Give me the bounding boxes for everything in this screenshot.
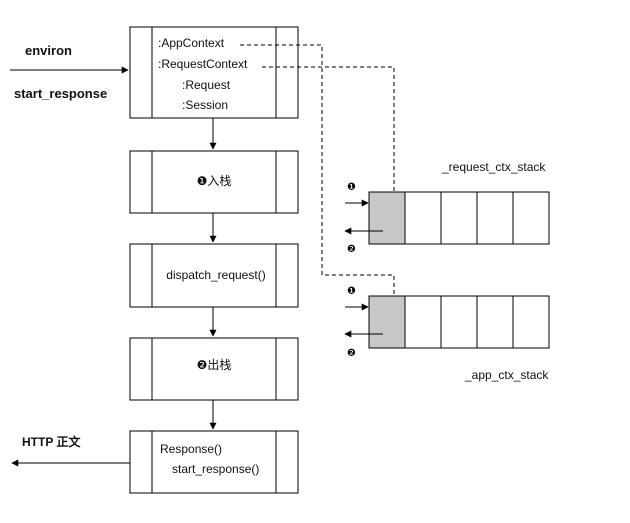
response-start-response-label: start_response() bbox=[172, 462, 259, 476]
stack-cell bbox=[512, 191, 550, 245]
pop-marker: ❷ bbox=[347, 348, 356, 359]
environ-label: environ bbox=[25, 43, 72, 58]
push-label: ❶入栈 bbox=[197, 173, 232, 188]
push-marker: ❶ bbox=[347, 182, 356, 193]
stack-cell bbox=[440, 295, 478, 349]
pop-box: ❷出栈 bbox=[129, 337, 299, 401]
request-ctx-stack-label: _request_ctx_stack bbox=[441, 160, 546, 174]
start-response-label: start_response bbox=[14, 86, 107, 101]
request-context-label: :RequestContext bbox=[158, 57, 248, 71]
response-label: Response() bbox=[160, 442, 222, 456]
context-box: :AppContext :RequestContext :Request :Se… bbox=[129, 26, 299, 119]
request-ctx-stack: _request_ctx_stack ❶ ❷ bbox=[344, 160, 550, 255]
http-body-label: HTTP 正文 bbox=[22, 434, 81, 449]
app-ctx-stack-label: _app_ctx_stack bbox=[464, 368, 549, 382]
stack-cell bbox=[404, 191, 442, 245]
request-context-link bbox=[262, 66, 398, 214]
stack-cell bbox=[512, 295, 550, 349]
pop-marker: ❷ bbox=[347, 244, 356, 255]
app-context-label: :AppContext bbox=[158, 36, 225, 50]
push-marker: ❶ bbox=[347, 286, 356, 297]
push-box: ❶入栈 bbox=[129, 150, 299, 214]
session-label: :Session bbox=[182, 98, 228, 112]
stack-cell bbox=[476, 191, 514, 245]
app-context-link bbox=[240, 44, 398, 317]
dispatch-box: dispatch_request() bbox=[129, 243, 299, 308]
pop-label: ❷出栈 bbox=[197, 357, 232, 372]
app-ctx-stack: ❶ ❷ _app_ctx_stack bbox=[344, 286, 550, 382]
dispatch-label: dispatch_request() bbox=[166, 268, 265, 282]
stack-top-cell bbox=[368, 295, 406, 349]
stack-top-cell bbox=[368, 191, 406, 245]
stack-cell bbox=[440, 191, 478, 245]
response-box: Response() start_response() bbox=[129, 430, 299, 494]
stack-cell bbox=[476, 295, 514, 349]
request-label: :Request bbox=[182, 78, 231, 92]
stack-cell bbox=[404, 295, 442, 349]
